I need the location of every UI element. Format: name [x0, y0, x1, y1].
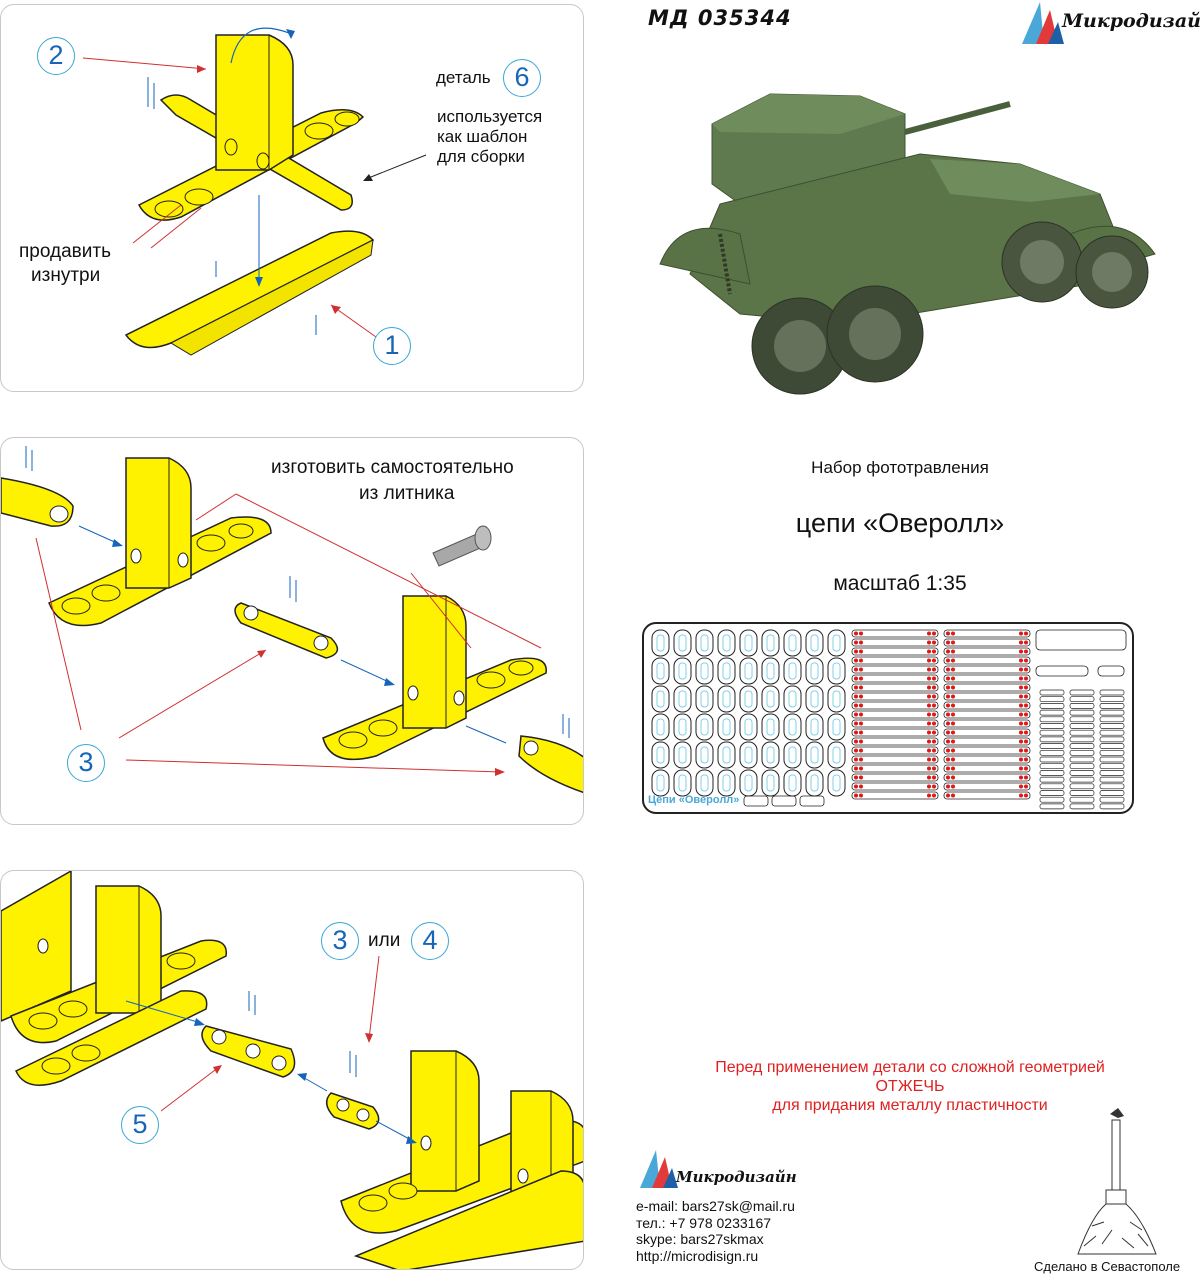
product-scale: масштаб 1:35 — [833, 572, 967, 595]
fret-parts-drawing — [651, 629, 1127, 810]
warning-line-1: Перед применением детали со сложной геом… — [715, 1059, 1105, 1076]
warning-line-3: для придания металлу пластичности — [772, 1097, 1048, 1114]
brand-mark-icon — [1022, 2, 1064, 44]
make-note-line-1: изготовить самостоятельно — [271, 457, 514, 478]
contact-site: http://microdisign.ru — [636, 1247, 759, 1264]
fret-label: Цепи «Оверолл» — [648, 794, 740, 806]
contacts-block: e-mail: bars27sk@mail.ru тел.: +7 978 02… — [636, 1198, 795, 1264]
detail-label: деталь — [436, 68, 491, 87]
kit-type: Набор фототравления — [811, 458, 989, 477]
photo-etch-fret: Цепи «Оверолл» — [642, 622, 1134, 814]
callout-2: 2 — [37, 37, 75, 75]
instruction-panel-3: 3 или 4 5 — [0, 870, 584, 1270]
brand-logo-bottom: Микродизайн — [636, 1148, 797, 1190]
assembly-drawing-2 — [1, 446, 583, 794]
brand-name-top: Микродизайн — [1062, 10, 1200, 32]
made-in-label: Сделано в Севастополе — [1034, 1259, 1181, 1274]
instruction-panel-1: 2 деталь 6 используется как шаблон для с… — [0, 4, 584, 392]
kit-code: МД 035344 — [648, 6, 792, 30]
contact-skype: skype: bars27skmax — [636, 1231, 764, 1247]
callout-5: 5 — [121, 1106, 159, 1144]
callout-3-option: 3 — [321, 922, 359, 960]
sevastopol-monument-icon — [1077, 1108, 1157, 1255]
press-note-line-1: продавить — [19, 241, 111, 262]
instruction-panel-2: изготовить самостоятельно из литника 3 — [0, 437, 584, 825]
template-note-line-3: для сборки — [437, 147, 525, 166]
press-note-line-2: изнутри — [31, 265, 101, 286]
callout-4-option: 4 — [411, 922, 449, 960]
template-note-line-2: как шаблон — [437, 127, 528, 146]
or-label: или — [368, 930, 401, 951]
contact-phone: тел.: +7 978 0233167 — [636, 1214, 772, 1231]
assembly-drawing-3 — [1, 871, 583, 1269]
template-note-line-1: используется — [437, 107, 543, 126]
assembly-drawing-1 — [82, 27, 427, 356]
brand-logo-top: Микродизайн — [1018, 0, 1200, 46]
product-name: цепи «Оверолл» — [795, 508, 1005, 538]
callout-6: 6 — [503, 59, 541, 97]
callout-3: 3 — [67, 744, 105, 782]
armored-car-image — [659, 93, 1156, 395]
warning-line-2: ОТЖЕЧЬ — [875, 1078, 945, 1095]
make-note-line-2: из литника — [359, 483, 455, 504]
brand-mark-small-icon — [640, 1150, 678, 1188]
contact-email: e-mail: bars27sk@mail.ru — [636, 1198, 795, 1214]
brand-name-bottom: Микродизайн — [676, 1168, 797, 1186]
callout-1: 1 — [373, 327, 411, 365]
